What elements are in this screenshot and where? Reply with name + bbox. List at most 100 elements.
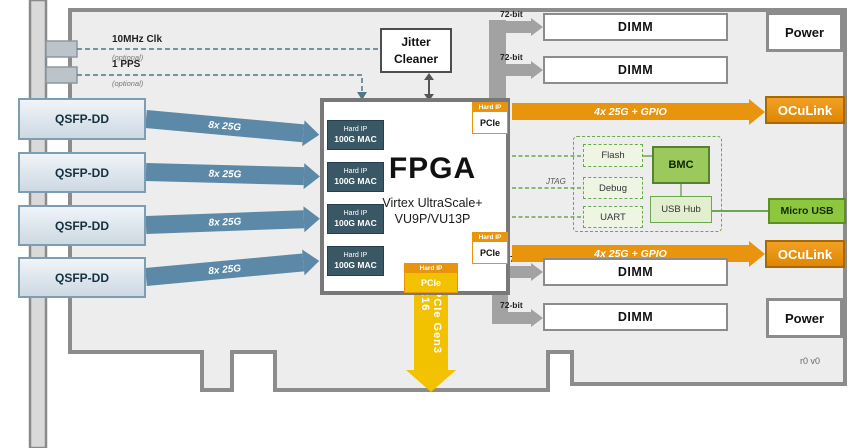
dimm4-bus-label: 72-bit xyxy=(500,300,523,310)
micro-usb-port: Micro USB xyxy=(768,198,846,224)
jtag-label: JTAG xyxy=(546,177,566,186)
oculink1-link-label: 4x 25G + GPIO xyxy=(594,105,667,118)
oculink-bottom-label: OCuLink xyxy=(777,246,833,262)
hardip-bottom-hdr: Hard IP xyxy=(405,264,457,273)
mac3-line1: Hard IP xyxy=(343,209,368,217)
pcie-edge-arrow: PCIe Gen3 x16 xyxy=(406,290,456,392)
power-bottom: Power xyxy=(766,298,843,338)
dimm3-bus-arrow: 72-bit xyxy=(510,254,543,281)
qsfp2-label: QSFP-DD xyxy=(55,165,109,180)
mac-block-2: Hard IP 100G MAC xyxy=(327,162,384,192)
qsfp2-link-label: 8x 25G xyxy=(208,168,242,180)
oculink-bottom: OCuLink xyxy=(765,240,845,268)
uart-block: UART xyxy=(583,206,643,228)
hardip-bottom-body: PCIe xyxy=(405,273,457,292)
jitter-cleaner-label: Jitter Cleaner xyxy=(393,35,439,66)
dimm2-bus-label: 72-bit xyxy=(500,52,523,62)
qsfp3-label: QSFP-DD xyxy=(55,218,109,233)
oculink-top-label: OCuLink xyxy=(777,102,833,118)
flash-block: Flash xyxy=(583,144,643,167)
dimm1-bus-arrow: 72-bit xyxy=(500,9,543,36)
flash-label: Flash xyxy=(601,150,625,161)
qsfp4-label: QSFP-DD xyxy=(55,270,109,285)
dimm2-bus-arrow: 72-bit xyxy=(500,52,543,79)
qsfp3-link-label: 8x 25G xyxy=(208,216,242,229)
usb-hub-label: USB Hub xyxy=(661,204,701,215)
pps-connector xyxy=(45,66,78,84)
pps-label: 1 PPS xyxy=(112,59,141,70)
clock-wires xyxy=(77,48,380,93)
clk-label: 10MHz Clk xyxy=(112,34,163,45)
arrowhead-icon xyxy=(302,247,321,276)
mac4-line2: 100G MAC xyxy=(334,260,377,271)
fpga-title: FPGA xyxy=(388,152,477,185)
dimm-1: DIMM xyxy=(543,13,728,41)
qsfp-port-2: QSFP-DD xyxy=(18,152,146,193)
arrowhead-icon xyxy=(406,370,456,392)
usb-hub-block: USB Hub xyxy=(650,196,712,223)
power-top: Power xyxy=(766,12,843,52)
dimm4-bus-arrow: 72-bit xyxy=(500,300,543,327)
hardip-top-body: PCIe xyxy=(479,117,500,128)
arrowhead-icon xyxy=(302,120,321,148)
oculink2-link-label: 4x 25G + GPIO xyxy=(594,247,667,260)
uart-label: UART xyxy=(600,211,626,223)
qsfp-port-1: QSFP-DD xyxy=(18,98,146,140)
debug-label: Debug xyxy=(599,182,627,194)
bmc-block: BMC xyxy=(652,146,710,184)
qsfp4-link-label: 8x 25G xyxy=(207,262,242,277)
mac4-line1: Hard IP xyxy=(343,251,368,259)
hardip-pcie-mid: Hard IP PCIe xyxy=(472,232,508,264)
bmc-label: BMC xyxy=(668,159,694,171)
hardip-top-hdr: Hard IP xyxy=(473,103,507,112)
mac1-line1: Hard IP xyxy=(343,125,368,133)
debug-block: Debug xyxy=(583,177,643,199)
mac-block-3: Hard IP 100G MAC xyxy=(327,204,384,234)
hardip-pcie-top: Hard IP PCIe xyxy=(472,102,508,134)
oculink2-link-arrow: 4x 25G + GPIO xyxy=(512,240,765,267)
hardip-mid-body: PCIe xyxy=(479,247,500,258)
arrowhead-icon xyxy=(531,309,543,327)
fpga-subtitle-1: Virtex UltraScale+ xyxy=(382,196,483,210)
hardip-pcie-bottom: Hard IP PCIe xyxy=(404,263,458,293)
clk-connector xyxy=(45,40,78,58)
mac1-line2: 100G MAC xyxy=(334,134,377,145)
power-bottom-label: Power xyxy=(784,310,824,326)
dimm4-label: DIMM xyxy=(617,310,654,324)
dimm-3: DIMM xyxy=(543,258,728,286)
qsfp1-link-label: 8x 25G xyxy=(207,119,242,134)
arrowhead-icon xyxy=(749,98,765,125)
mac3-line2: 100G MAC xyxy=(334,218,377,229)
mac-block-4: Hard IP 100G MAC xyxy=(327,246,384,276)
dimm1-label: DIMM xyxy=(617,20,654,34)
bmc-cluster-outline xyxy=(573,136,722,232)
arrowhead-icon xyxy=(749,240,765,267)
dimm1-bus-label: 72-bit xyxy=(500,9,523,19)
hardip-mid-hdr: Hard IP xyxy=(473,233,507,242)
arrowhead-icon xyxy=(303,163,321,190)
dimm3-label: DIMM xyxy=(617,265,654,279)
fpga-subtitle-2: VU9P/VU13P xyxy=(394,212,471,226)
arrowhead-icon xyxy=(531,61,543,79)
oculink-top: OCuLink xyxy=(765,96,845,124)
oculink1-link-arrow: 4x 25G + GPIO xyxy=(512,98,765,125)
clk-optional-note: (optional) xyxy=(112,53,144,62)
mac2-line2: 100G MAC xyxy=(334,176,377,187)
arrowhead-icon xyxy=(531,263,543,281)
pcie-edge-label: PCIe Gen3 x16 xyxy=(419,290,443,355)
dimm-trunk-top xyxy=(489,20,506,100)
pps-optional-note: (optional) xyxy=(112,79,144,88)
power-top-label: Power xyxy=(784,24,824,40)
qsfp-port-4: QSFP-DD xyxy=(18,257,146,298)
mac2-line1: Hard IP xyxy=(343,167,368,175)
arrowhead-icon xyxy=(531,18,543,36)
dimm-2: DIMM xyxy=(543,56,728,84)
clock-wire-arrowhead-icon xyxy=(357,92,367,100)
dimm2-label: DIMM xyxy=(617,63,654,77)
jitter-fpga-link xyxy=(424,73,434,101)
mac-block-1: Hard IP 100G MAC xyxy=(327,120,384,150)
arrowhead-icon xyxy=(303,205,321,233)
revision-label: r0 v0 xyxy=(800,356,821,366)
fpga-text: FPGA Virtex UltraScale+ VU9P/VU13P xyxy=(375,152,490,226)
